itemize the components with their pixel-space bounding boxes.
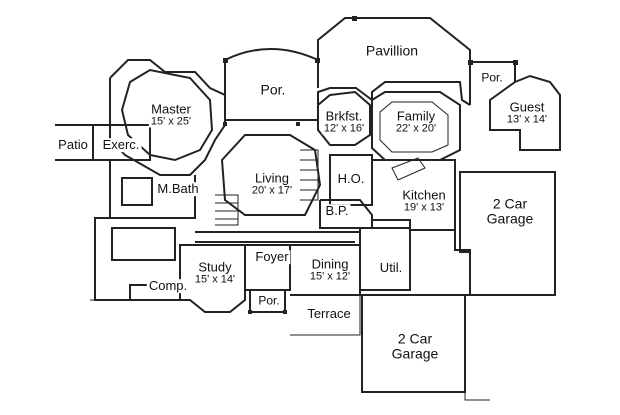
room-name: Foyer [255, 249, 289, 265]
room-dimensions: 19' x 13' [403, 201, 445, 214]
family-inner [379, 101, 449, 153]
column [223, 122, 227, 126]
room-dimensions: 15' x 12' [309, 270, 351, 283]
mbath-wall [109, 160, 196, 219]
room-util: Util. [377, 260, 405, 276]
room-mbath: M.Bath [155, 181, 201, 197]
room-dimensions: 15' x 14' [194, 273, 236, 286]
room-name: Exerc. [102, 137, 140, 153]
room-name: 2 Car [492, 195, 528, 212]
stairs-left [215, 194, 239, 226]
room-name: Study [198, 259, 232, 275]
room-family: Family 22' x 20' [393, 108, 439, 135]
room-name: Por. [258, 293, 280, 308]
column [352, 16, 357, 21]
stairs [300, 149, 319, 201]
terrace-wall [290, 294, 361, 336]
left-courtyard [111, 227, 176, 261]
master-inner [120, 68, 214, 162]
column [468, 60, 473, 65]
room-porch-front: Por. [256, 293, 282, 308]
room-kitchen: Kitchen 19' x 13' [400, 187, 448, 214]
room-dimensions: 20' x 17' [251, 184, 293, 197]
pavillion-wall [317, 17, 471, 62]
porch-wall [224, 60, 319, 120]
room-porch-right: Por. [479, 72, 504, 85]
patio-wall [55, 124, 94, 161]
room-subname: Garage [391, 345, 439, 361]
room-name: M.Bath [157, 181, 199, 197]
room-dimensions: 22' x 20' [395, 122, 437, 135]
column [513, 60, 518, 65]
column [248, 310, 252, 314]
room-name: Patio [58, 137, 88, 153]
room-name: Comp. [148, 278, 188, 294]
room-bp: B.P. [323, 203, 351, 219]
ho-wall [329, 154, 373, 206]
room-dimensions: 12' x 16' [323, 122, 365, 135]
room-name: Util. [379, 260, 403, 276]
porch-arc [224, 48, 319, 61]
room-name: Terrace [307, 306, 351, 322]
corridor [195, 231, 360, 243]
room-name: Kitchen [402, 187, 446, 203]
room-name: Guest [509, 99, 545, 115]
room-name: Living [255, 170, 289, 186]
brkfst-wall [317, 90, 371, 146]
room-name: Pavillion [365, 42, 419, 59]
room-pavillion: Pavillion [364, 42, 420, 59]
column [283, 310, 287, 314]
exterior-wall [109, 59, 226, 125]
room-name: Family [396, 108, 436, 124]
room-name: Master [151, 101, 191, 117]
room-name: 2 Car [397, 330, 433, 347]
drive-step [90, 299, 490, 401]
room-name: H.O. [337, 171, 365, 187]
room-name: Por. [481, 70, 503, 85]
left-wing-wall [94, 217, 195, 301]
bp-wall [319, 199, 373, 229]
family-wall [371, 91, 461, 161]
kitchen-island [391, 157, 426, 181]
room-comp: Comp. [146, 278, 190, 294]
room-name: Dining [311, 256, 349, 272]
room-foyer: Foyer [253, 249, 291, 265]
room-brkfst: Brkfst. 12' x 16' [321, 108, 367, 135]
room-dimensions: 15' x 25' [150, 115, 192, 128]
exerc-wall [93, 124, 151, 161]
room-ho: H.O. [335, 171, 367, 187]
room-subname: Garage [486, 210, 534, 226]
guest-wall [489, 74, 561, 151]
room-name: Brkfst. [325, 108, 363, 124]
room-dining: Dining 15' x 12' [307, 256, 353, 283]
room-garage-right: 2 Car Garage [484, 195, 536, 226]
exterior-wall [225, 81, 471, 121]
room-name: B.P. [325, 203, 349, 219]
room-guest: Guest 13' x 14' [504, 99, 550, 126]
room-terrace: Terrace [305, 306, 353, 322]
living-wall [220, 134, 322, 216]
room-garage-bottom: 2 Car Garage [389, 330, 441, 361]
room-porch-top: Por. [259, 81, 288, 98]
util-wall [359, 227, 411, 291]
room-master: Master 15' x 25' [148, 101, 194, 128]
mbath-tub [121, 177, 153, 206]
column [296, 122, 300, 126]
room-study: Study 15' x 14' [192, 259, 238, 286]
column [315, 58, 320, 63]
room-living: Living 20' x 17' [249, 170, 295, 197]
room-patio: Patio [56, 138, 90, 152]
room-exerc: Exerc. [100, 137, 142, 153]
room-name: Por. [260, 81, 286, 98]
column [223, 58, 228, 63]
room-dimensions: 13' x 14' [506, 113, 548, 126]
